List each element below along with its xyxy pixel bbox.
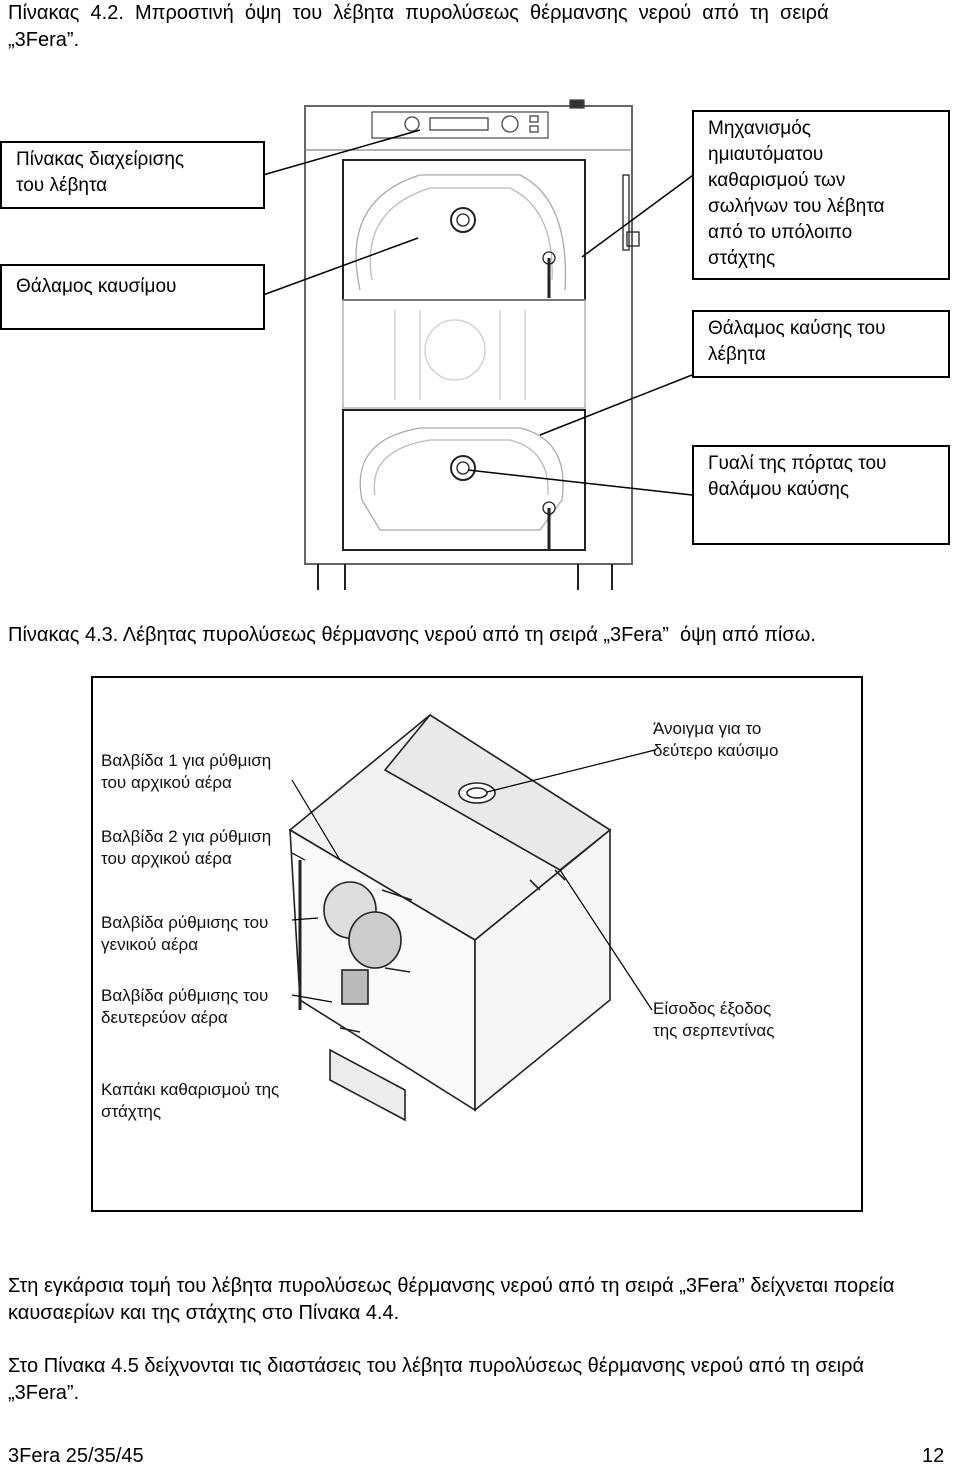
- label-door-glass-line2: θαλάμου καύσης: [708, 479, 850, 500]
- label-valve-1-line2: του αρχικού αέρα: [101, 773, 232, 792]
- paragraph-cross-section: Στη εγκάρσια τομή του λέβητα πυρολύσεως …: [8, 1275, 895, 1324]
- footer-model: 3Fera 25/35/45: [8, 1445, 144, 1467]
- label-valve-2: Βαλβίδα 2 για ρύθμιση του αρχικού αέρα: [101, 826, 271, 870]
- label-general-air-line1: Βαλβίδα ρύθμισης του: [101, 913, 269, 932]
- label-valve-2-line1: Βαλβίδα 2 για ρύθμιση: [101, 827, 272, 846]
- page-number: 12: [922, 1445, 945, 1467]
- label-control-panel-line2: του λέβητα: [16, 175, 108, 196]
- label-combustion-line2: λέβητα: [708, 344, 766, 365]
- caption-4-2-line2: „3Fera”.: [8, 29, 80, 51]
- label-coil-inlet-outlet: Είσοδος έξοδος της σερπεντίνας: [653, 998, 774, 1042]
- label-second-fuel-line1: Άνοιγμα για το: [653, 719, 762, 738]
- label-secondary-air-valve: Βαλβίδα ρύθμισης του δευτερεύον αέρα: [101, 985, 268, 1029]
- label-control-panel-line1: Πίνακας διαχείρισης: [16, 149, 185, 170]
- label-ash-lid-line1: Καπάκι καθαρισμού της: [101, 1080, 280, 1099]
- label-secondary-air-line1: Βαλβίδα ρύθμισης του: [101, 986, 269, 1005]
- paragraph-dimensions: Στο Πίνακα 4.5 δείχνονται τις διαστάσεις…: [8, 1355, 865, 1404]
- label-cleaning-mechanism: Μηχανισμός ημιαυτόματου καθαρισμού των σ…: [692, 110, 950, 280]
- label-second-fuel-opening: Άνοιγμα για το δεύτερο καύσιμο: [653, 718, 778, 762]
- label-cleaning-line3: καθαρισμού των: [708, 170, 846, 191]
- label-combustion-chamber: Θάλαμος καύσης του λέβητα: [692, 310, 950, 378]
- label-cleaning-line2: ημιαυτόματου: [708, 144, 824, 165]
- label-valve-1: Βαλβίδα 1 για ρύθμιση του αρχικού αέρα: [101, 750, 271, 794]
- label-ash-lid: Καπάκι καθαρισμού της στάχτης: [101, 1079, 279, 1123]
- label-ash-lid-line2: στάχτης: [101, 1102, 162, 1121]
- label-coil-line1: Είσοδος έξοδος: [653, 999, 772, 1018]
- label-combustion-line1: Θάλαμος καύσης του: [708, 318, 886, 339]
- boiler-back-view-drawing: [91, 676, 863, 1212]
- caption-table-4-3: Πίνακας 4.3. Λέβητας πυρολύσεως θέρμανση…: [8, 624, 816, 646]
- label-fuel-chamber: Θάλαμος καυσίμου: [0, 264, 265, 330]
- label-cleaning-line1: Μηχανισμός: [708, 118, 811, 139]
- label-cleaning-line4: σωλήνων του λέβητα: [708, 196, 885, 217]
- label-door-glass: Γυαλί της πόρτας του θαλάμου καύσης: [692, 445, 950, 545]
- caption-4-2-line1: Πίνακας 4.2. Μπροστινή όψη του λέβητα πυ…: [8, 2, 829, 24]
- label-valve-2-line2: του αρχικού αέρα: [101, 849, 232, 868]
- label-general-air-valve: Βαλβίδα ρύθμισης του γενικού αέρα: [101, 912, 268, 956]
- label-cleaning-line5: από το υπόλοιπο: [708, 222, 853, 243]
- boiler-front-view-drawing: [262, 99, 701, 590]
- label-fuel-chamber-text: Θάλαμος καυσίμου: [16, 276, 177, 297]
- label-second-fuel-line2: δεύτερο καύσιμο: [653, 741, 779, 760]
- label-door-glass-line1: Γυαλί της πόρτας του: [708, 453, 887, 474]
- label-coil-line2: της σερπεντίνας: [653, 1021, 775, 1040]
- label-secondary-air-line2: δευτερεύον αέρα: [101, 1008, 228, 1027]
- label-general-air-line2: γενικού αέρα: [101, 935, 199, 954]
- label-valve-1-line1: Βαλβίδα 1 για ρύθμιση: [101, 751, 272, 770]
- label-cleaning-line6: στάχτης: [708, 248, 776, 269]
- caption-table-4-2: Πίνακας 4.2. Μπροστινή όψη του λέβητα πυ…: [8, 0, 829, 54]
- label-control-panel: Πίνακας διαχείρισης του λέβητα: [0, 141, 265, 209]
